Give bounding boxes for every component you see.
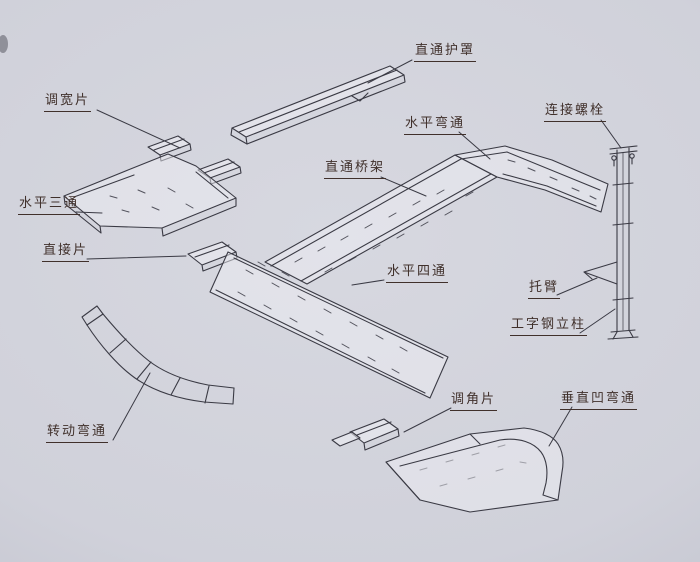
label-width-adjust-piece: 调宽片: [44, 93, 92, 112]
width-adjust-piece-shape: [147, 135, 242, 185]
connecting-bolt-shape: [611, 153, 635, 167]
leader-connecting-bolt: [600, 119, 622, 149]
leader-direct-piece: [86, 255, 187, 260]
label-i-beam-column: 工字钢立柱: [510, 317, 588, 336]
label-connecting-bolt: 连接螺栓: [544, 103, 607, 122]
leader-vertical-concave-bend: [548, 406, 573, 447]
rotating-bend-shape: [81, 305, 235, 405]
straight-tray-shape: [264, 154, 498, 285]
i-beam-column-shape: [607, 145, 639, 340]
leader-straight-tray: [380, 176, 427, 197]
leader-angle-adjust-piece: [403, 407, 452, 433]
leader-straight-cover: [367, 59, 413, 84]
horizontal-bend-shape: [454, 145, 609, 213]
leader-rotating-bend: [112, 372, 151, 441]
leader-lines: [75, 59, 622, 447]
label-angle-adjust-piece: 调角片: [450, 392, 498, 411]
leader-horizontal-cross: [351, 279, 385, 286]
label-rotating-bend: 转动弯通: [46, 424, 109, 443]
label-support-arm: 托臂: [528, 280, 561, 299]
leader-width-adjust-piece: [96, 109, 181, 149]
straight-cover-shape: [230, 65, 406, 145]
direct-piece-shape: [187, 241, 238, 272]
label-horizontal-bend: 水平弯通: [404, 116, 467, 135]
label-vertical-concave-bend: 垂直凹弯通: [560, 391, 638, 410]
leader-horizontal-tee: [75, 211, 103, 214]
leader-horizontal-bend: [458, 131, 491, 160]
label-direct-piece: 直接片: [42, 243, 90, 262]
label-horizontal-cross: 水平四通: [386, 264, 449, 283]
leader-i-beam-column: [579, 308, 616, 334]
horizontal-tee-shape: [63, 153, 237, 237]
label-straight-cover: 直通护罩: [414, 43, 477, 62]
angle-adjust-piece-shape: [331, 418, 400, 451]
paper-smudge: [0, 35, 8, 53]
label-straight-tray: 直通桥架: [324, 160, 387, 179]
horizontal-cross-shape: [209, 251, 449, 399]
support-arm-shape: [583, 261, 618, 285]
label-horizontal-tee: 水平三通: [18, 196, 81, 215]
vertical-concave-bend-shape: [385, 427, 564, 513]
leader-support-arm: [556, 277, 598, 296]
